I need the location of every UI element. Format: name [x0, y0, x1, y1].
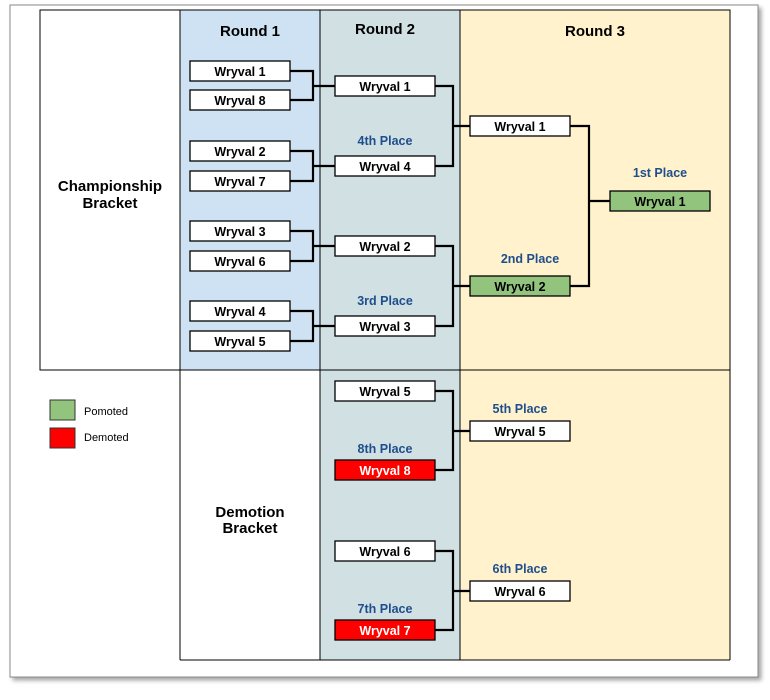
team-box-r2-c3: Wryval 2	[334, 235, 436, 257]
legend: Pomoted Demoted	[49, 399, 129, 449]
team-box-r2-d2: Wryval 8	[334, 459, 436, 481]
svg-text:Wryval 7: Wryval 7	[214, 175, 265, 189]
team-box-r1-m1-b: Wryval 8	[189, 89, 291, 111]
svg-text:Wryval 1: Wryval 1	[359, 80, 410, 94]
svg-text:Wryval 2: Wryval 2	[494, 280, 545, 294]
svg-text:Wryval 4: Wryval 4	[214, 305, 265, 319]
svg-text:Wryval 5: Wryval 5	[359, 385, 410, 399]
svg-text:Wryval 6: Wryval 6	[359, 545, 410, 559]
round1-header: Round 1	[220, 23, 280, 40]
svg-text:Wryval 3: Wryval 3	[359, 320, 410, 334]
demotion-label-line1: Demotion	[215, 504, 284, 521]
svg-text:Wryval 1: Wryval 1	[634, 195, 685, 209]
place-label-1st: 1st Place	[633, 166, 687, 180]
team-box-r3-c2: Wryval 2	[469, 275, 571, 297]
championship-label-line2: Bracket	[82, 195, 137, 212]
team-box-r1-m1-a: Wryval 1	[189, 60, 291, 82]
team-box-r2-d4: Wryval 7	[334, 619, 436, 641]
svg-text:Wryval 1: Wryval 1	[214, 65, 265, 79]
legend-demoted-swatch	[49, 427, 76, 449]
team-box-r1-m2-b: Wryval 7	[189, 170, 291, 192]
team-box-r2-d1: Wryval 5	[334, 380, 436, 402]
team-box-r1-m3-a: Wryval 3	[189, 220, 291, 242]
legend-promoted-label: Pomoted	[84, 406, 128, 418]
svg-text:Wryval 1: Wryval 1	[494, 120, 545, 134]
svg-text:Wryval 7: Wryval 7	[359, 624, 410, 638]
place-label-8th: 8th Place	[358, 442, 413, 456]
team-box-r1-m3-b: Wryval 6	[189, 250, 291, 272]
team-box-r1-m2-a: Wryval 2	[189, 140, 291, 162]
team-box-r3-d2: Wryval 6	[469, 580, 571, 602]
team-box-r2-d3: Wryval 6	[334, 540, 436, 562]
legend-demoted-label: Demoted	[84, 432, 129, 444]
place-label-2nd: 2nd Place	[501, 252, 559, 266]
grid-lines	[39, 9, 731, 661]
svg-text:Wryval 6: Wryval 6	[214, 255, 265, 269]
svg-text:Wryval 6: Wryval 6	[494, 585, 545, 599]
svg-text:Wryval 5: Wryval 5	[214, 335, 265, 349]
team-box-r1-m4-a: Wryval 4	[189, 300, 291, 322]
team-box-r2-c4: Wryval 3	[334, 315, 436, 337]
team-box-r1-m4-b: Wryval 5	[189, 330, 291, 352]
team-box-r3-c1: Wryval 1	[469, 115, 571, 137]
svg-text:Wryval 2: Wryval 2	[214, 145, 265, 159]
place-label-3rd: 3rd Place	[357, 294, 413, 308]
place-label-7th: 7th Place	[358, 602, 413, 616]
round2-header: Round 2	[355, 21, 415, 38]
team-box-r2-c1: Wryval 1	[334, 75, 436, 97]
team-box-r3-d1: Wryval 5	[469, 420, 571, 442]
demotion-label-line2: Bracket	[222, 520, 277, 537]
place-label-5th: 5th Place	[493, 402, 548, 416]
svg-text:Wryval 8: Wryval 8	[214, 94, 265, 108]
svg-text:Wryval 2: Wryval 2	[359, 240, 410, 254]
legend-promoted-swatch	[49, 399, 76, 421]
team-box-r2-c2: Wryval 4	[334, 155, 436, 177]
round3-header: Round 3	[565, 23, 625, 40]
svg-text:Wryval 4: Wryval 4	[359, 160, 410, 174]
place-label-6th: 6th Place	[493, 562, 548, 576]
championship-label-line1: Championship	[58, 178, 162, 195]
team-box-champion: Wryval 1	[609, 190, 711, 212]
place-label-4th: 4th Place	[358, 134, 413, 148]
svg-text:Wryval 3: Wryval 3	[214, 225, 265, 239]
svg-text:Wryval 8: Wryval 8	[359, 464, 410, 478]
svg-text:Wryval 5: Wryval 5	[494, 425, 545, 439]
connector-lines	[290, 69, 610, 632]
